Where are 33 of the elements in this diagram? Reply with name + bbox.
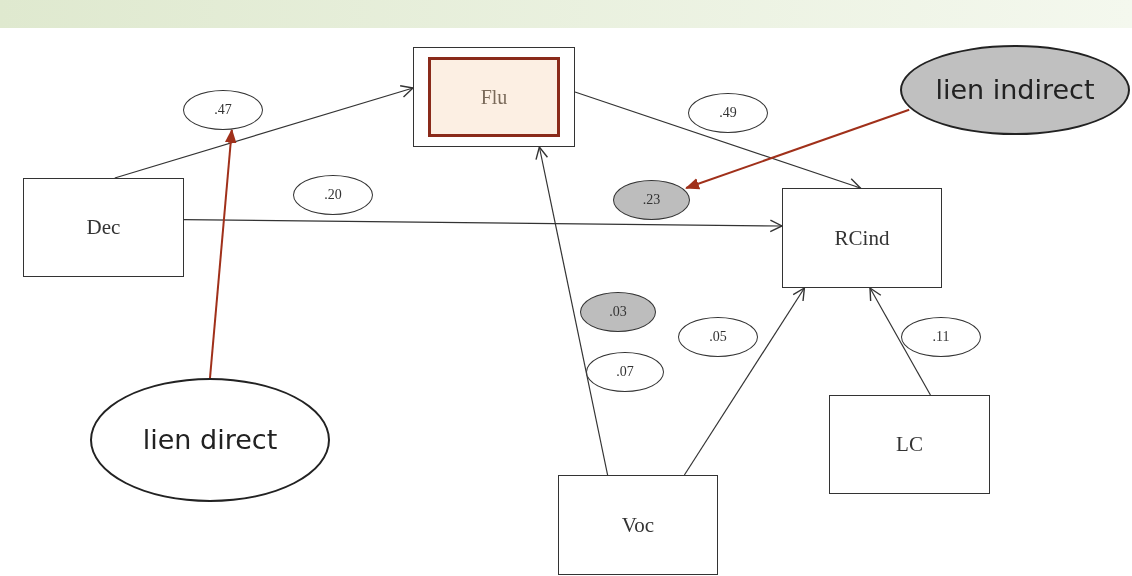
coefficient-ellipse [613,180,690,220]
variable-name: Dec [86,215,121,240]
coefficient-value: .05 [709,329,727,345]
variable-box [829,395,990,494]
variable-name: RCind [834,225,890,251]
coefficient-value: .23 [642,192,661,208]
coefficient-ellipse [688,93,768,133]
coefficient-value: .47 [214,102,232,118]
pointer-arrow [685,108,911,190]
variable-box [23,178,184,277]
path-arrow [535,146,609,476]
coefficient-ellipse [580,292,656,332]
callout-text: lien indirect [934,73,1096,108]
path-arrow [183,219,783,233]
path-arrow [869,287,932,396]
variable-box [413,47,575,147]
variable-name: Flu [428,57,560,137]
coefficient-ellipse [678,317,758,357]
variable-name: LC [896,432,923,457]
coefficient-value: .20 [324,187,342,203]
path-arrow [683,287,806,476]
variable-box [558,475,718,575]
variable-name: Voc [621,512,655,538]
pointer-arrow [209,128,237,379]
coefficient-value: .11 [932,329,950,345]
path-arrow [114,85,414,179]
coefficient-ellipse [586,352,664,392]
variable-box [782,188,942,288]
coefficient-value: .07 [616,364,634,380]
callout-text: lien direct [141,423,279,458]
coefficient-value: .49 [719,105,737,121]
coefficient-value: .03 [609,304,627,320]
coefficient-ellipse [901,317,981,357]
